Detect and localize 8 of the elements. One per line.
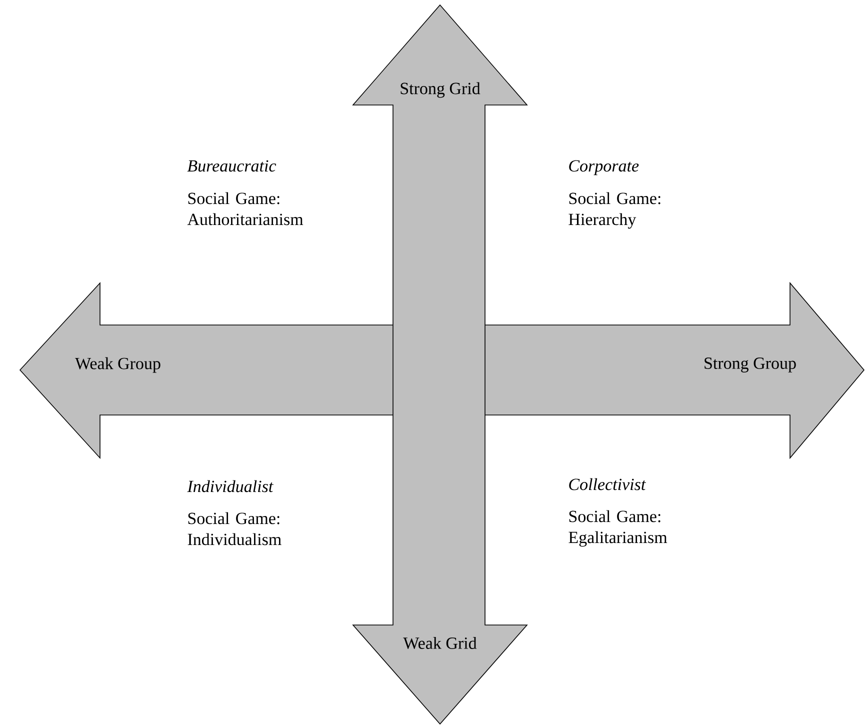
quadrant-text: Social Game: Individualism: [188, 512, 282, 546]
quadrant-text: Social Game: Hierarchy: [568, 192, 660, 229]
quadrant-title: Bureaucratic: [187, 160, 276, 172]
quadrant-title: Collectivist: [569, 478, 646, 490]
quadrant-title: Individualist: [187, 480, 274, 492]
quadrant-title: Corporate: [569, 160, 639, 176]
quadrant-text: Social Game: Authoritarianism: [187, 192, 304, 226]
quadrant-text: Social Game: Egalitarianism: [568, 510, 668, 547]
